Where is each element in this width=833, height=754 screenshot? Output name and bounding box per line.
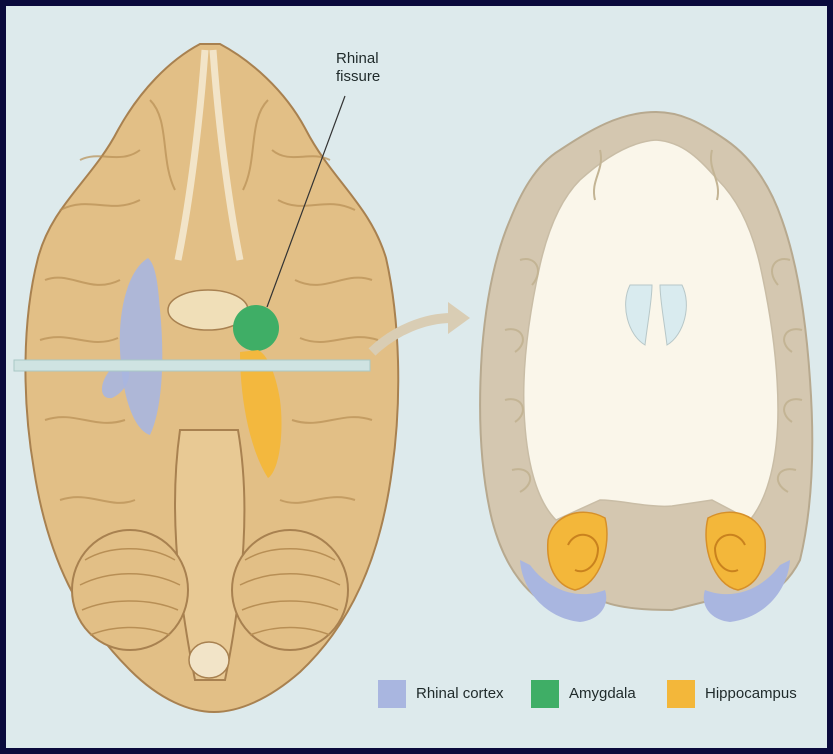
hippocampus-swatch	[667, 680, 695, 708]
section-plane	[14, 360, 370, 371]
hippocampus-legend-label: Hippocampus	[705, 685, 797, 702]
rhinal-cortex-swatch	[378, 680, 406, 708]
amygdala-legend-label: Amygdala	[569, 685, 636, 702]
coronal-section	[480, 112, 812, 622]
rhinal-fissure-label: Rhinal fissure	[336, 50, 380, 86]
section-arrow-head	[448, 302, 470, 334]
ventral-brain-view	[25, 44, 398, 712]
rhinal-cortex-legend-label: Rhinal cortex	[416, 685, 504, 702]
amygdala-swatch	[531, 680, 559, 708]
rhinal-fissure-label-line1: Rhinal	[336, 50, 380, 68]
rhinal-fissure-label-line2: fissure	[336, 68, 380, 86]
